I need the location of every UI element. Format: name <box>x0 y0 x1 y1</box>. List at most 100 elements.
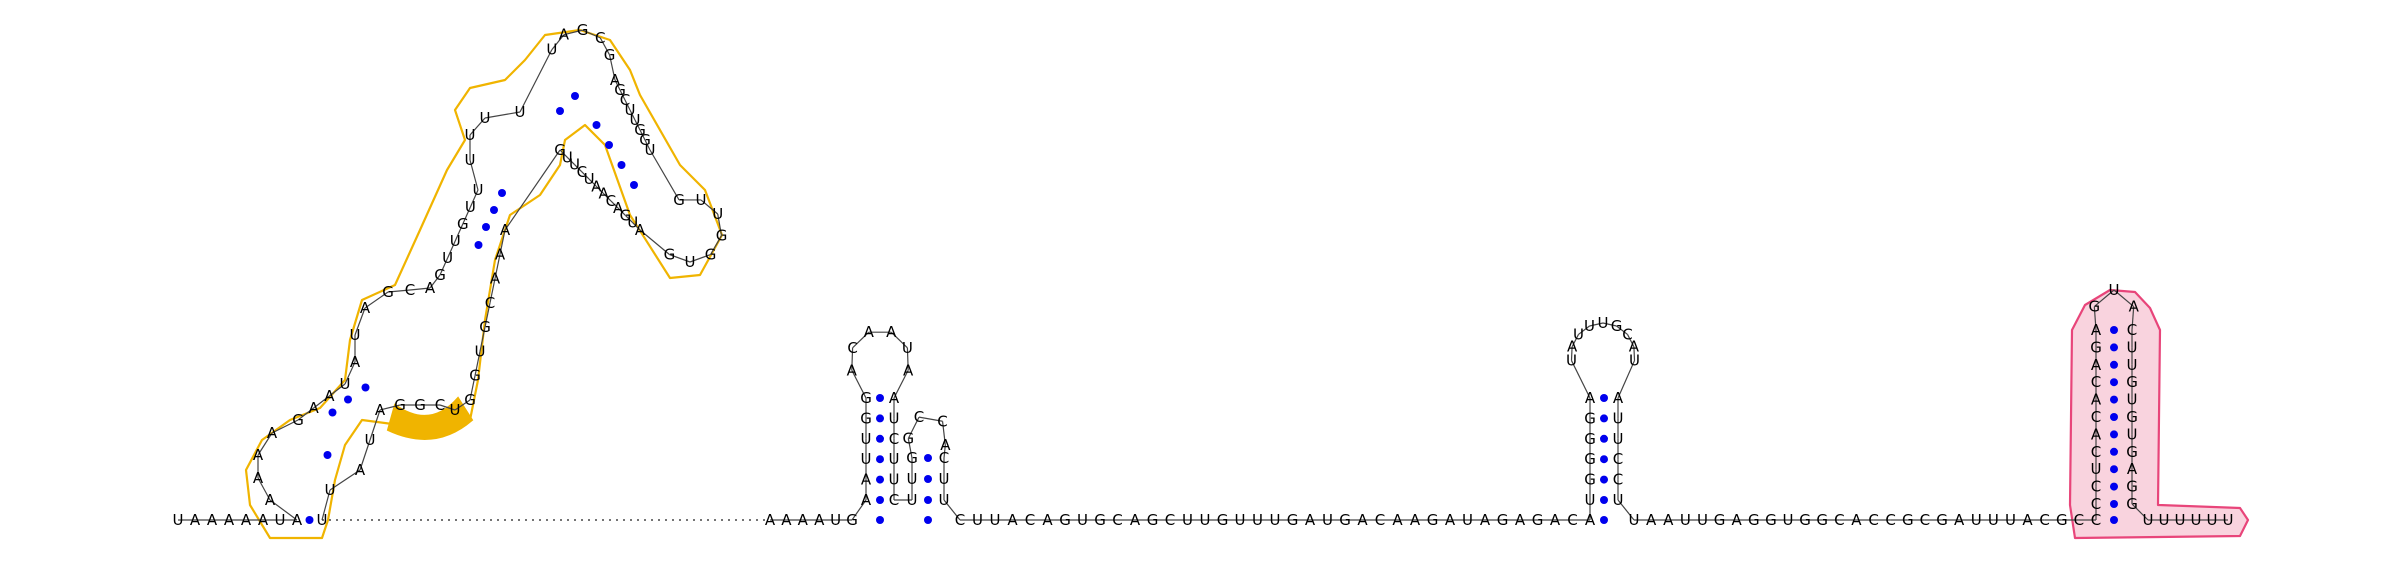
base-pair-dot <box>482 223 490 231</box>
nucleotide: U <box>2175 511 2186 529</box>
domain-2-outline <box>2068 288 2250 540</box>
nucleotide: A <box>1515 511 1526 529</box>
nucleotide: U <box>325 481 336 499</box>
nucleotide: G <box>1059 511 1071 529</box>
nucleotide: A <box>781 511 792 529</box>
nucleotide: C <box>939 449 949 467</box>
nucleotide: G <box>2090 338 2102 356</box>
nucleotide: U <box>861 430 872 448</box>
nucleotide: C <box>435 396 445 414</box>
base-pair-dot <box>876 434 884 443</box>
backbone-link <box>313 395 330 409</box>
nucleotide: G <box>1748 511 1760 529</box>
base-pair-dot <box>876 496 884 504</box>
base-pair-dot <box>2110 482 2118 491</box>
nucleotide: G <box>469 367 481 385</box>
nucleotide: U <box>939 491 950 509</box>
backbone-link <box>1626 334 1635 347</box>
base-pair-dot <box>876 455 884 464</box>
backbone-link <box>710 235 723 255</box>
backbone-link <box>608 54 616 81</box>
nucleotide: U <box>630 111 641 129</box>
nucleotide: A <box>1663 511 1674 529</box>
nucleotide: C <box>1868 511 1878 529</box>
nucleotide: A <box>613 199 624 217</box>
nucleotide: A <box>765 511 776 529</box>
nucleotide: G <box>2056 511 2068 529</box>
backbone-link <box>943 499 961 521</box>
nucleotide: G <box>614 81 626 99</box>
nucleotide: U <box>861 450 872 468</box>
nucleotide: G <box>2126 495 2138 513</box>
nucleotide: U <box>465 151 476 169</box>
nucleotide: U <box>562 148 573 166</box>
backbone-link <box>328 383 346 397</box>
nucleotide: A <box>591 177 602 195</box>
nucleotide: G <box>1147 511 1159 529</box>
nucleotide: U <box>685 253 696 271</box>
nucleotide: A <box>599 185 610 203</box>
base-pair-dot <box>498 189 506 197</box>
backbone-link <box>387 289 411 293</box>
backbone-link <box>700 199 719 215</box>
base-pair-dot <box>876 475 884 484</box>
nucleotide: U <box>1680 511 1691 529</box>
base-pair-dot <box>876 414 884 423</box>
nucleotide: U <box>473 181 484 199</box>
nucleotide: G <box>2088 298 2100 316</box>
backbone-link <box>474 351 481 376</box>
nucleotide: A <box>360 299 371 317</box>
nucleotide: A <box>1585 389 1596 407</box>
nucleotide: A <box>2127 460 2138 478</box>
backbone-link <box>1578 325 1590 335</box>
nucleotide: U <box>1182 511 1193 529</box>
nucleotide: A <box>2091 356 2102 374</box>
nucleotide: G <box>1611 317 1623 335</box>
backbone-link <box>439 257 449 276</box>
nucleotide: G <box>1217 511 1229 529</box>
nucleotide: A <box>324 387 335 405</box>
nucleotide: U <box>2091 460 2102 478</box>
nucleotide: C <box>485 294 495 312</box>
base-pair-dot <box>1600 475 1608 484</box>
nucleotide: U <box>2127 356 2138 374</box>
backbone-link <box>469 189 479 208</box>
nucleotide: U <box>480 109 491 127</box>
nucleotide: A <box>889 389 900 407</box>
nucleotide: A <box>1357 511 1368 529</box>
nucleotide: G <box>639 131 651 149</box>
backbone-link <box>907 416 920 439</box>
nucleotide: A <box>635 221 646 239</box>
base-pair-dot <box>924 516 932 524</box>
backbone-link <box>469 117 486 136</box>
nucleotide: A <box>1042 511 1053 529</box>
nucleotide: A <box>1305 511 1316 529</box>
backbone-link <box>484 111 521 119</box>
backbone-link <box>717 213 723 236</box>
backbone-link <box>1589 322 1604 327</box>
nucleotide: U <box>2159 511 2170 529</box>
nucleotide: U <box>2127 391 2138 409</box>
nucleotide: U <box>1585 491 1596 509</box>
nucleotide: G <box>1936 511 1948 529</box>
base-pair-dot <box>2110 343 2118 352</box>
nucleotide: A <box>292 511 303 529</box>
nucleotide: A <box>375 401 386 419</box>
nucleotide: G <box>479 318 491 336</box>
base-pair-dot <box>924 496 932 504</box>
backbone-link <box>379 404 401 411</box>
nucleotide: G <box>604 46 616 64</box>
backbone-link <box>614 79 621 91</box>
nucleotide: U <box>275 511 286 529</box>
backbone-link <box>439 404 456 411</box>
nucleotide: G <box>705 246 717 264</box>
nucleotide: C <box>847 339 857 357</box>
nucleotide: U <box>546 41 557 59</box>
nucleotide: U <box>1598 314 1609 332</box>
backbone-link <box>2113 289 2135 307</box>
nucleotide: G <box>846 511 858 529</box>
base-pair-dot <box>2110 430 2118 439</box>
backbone-link <box>595 185 605 195</box>
backbone-link <box>1570 360 1591 399</box>
